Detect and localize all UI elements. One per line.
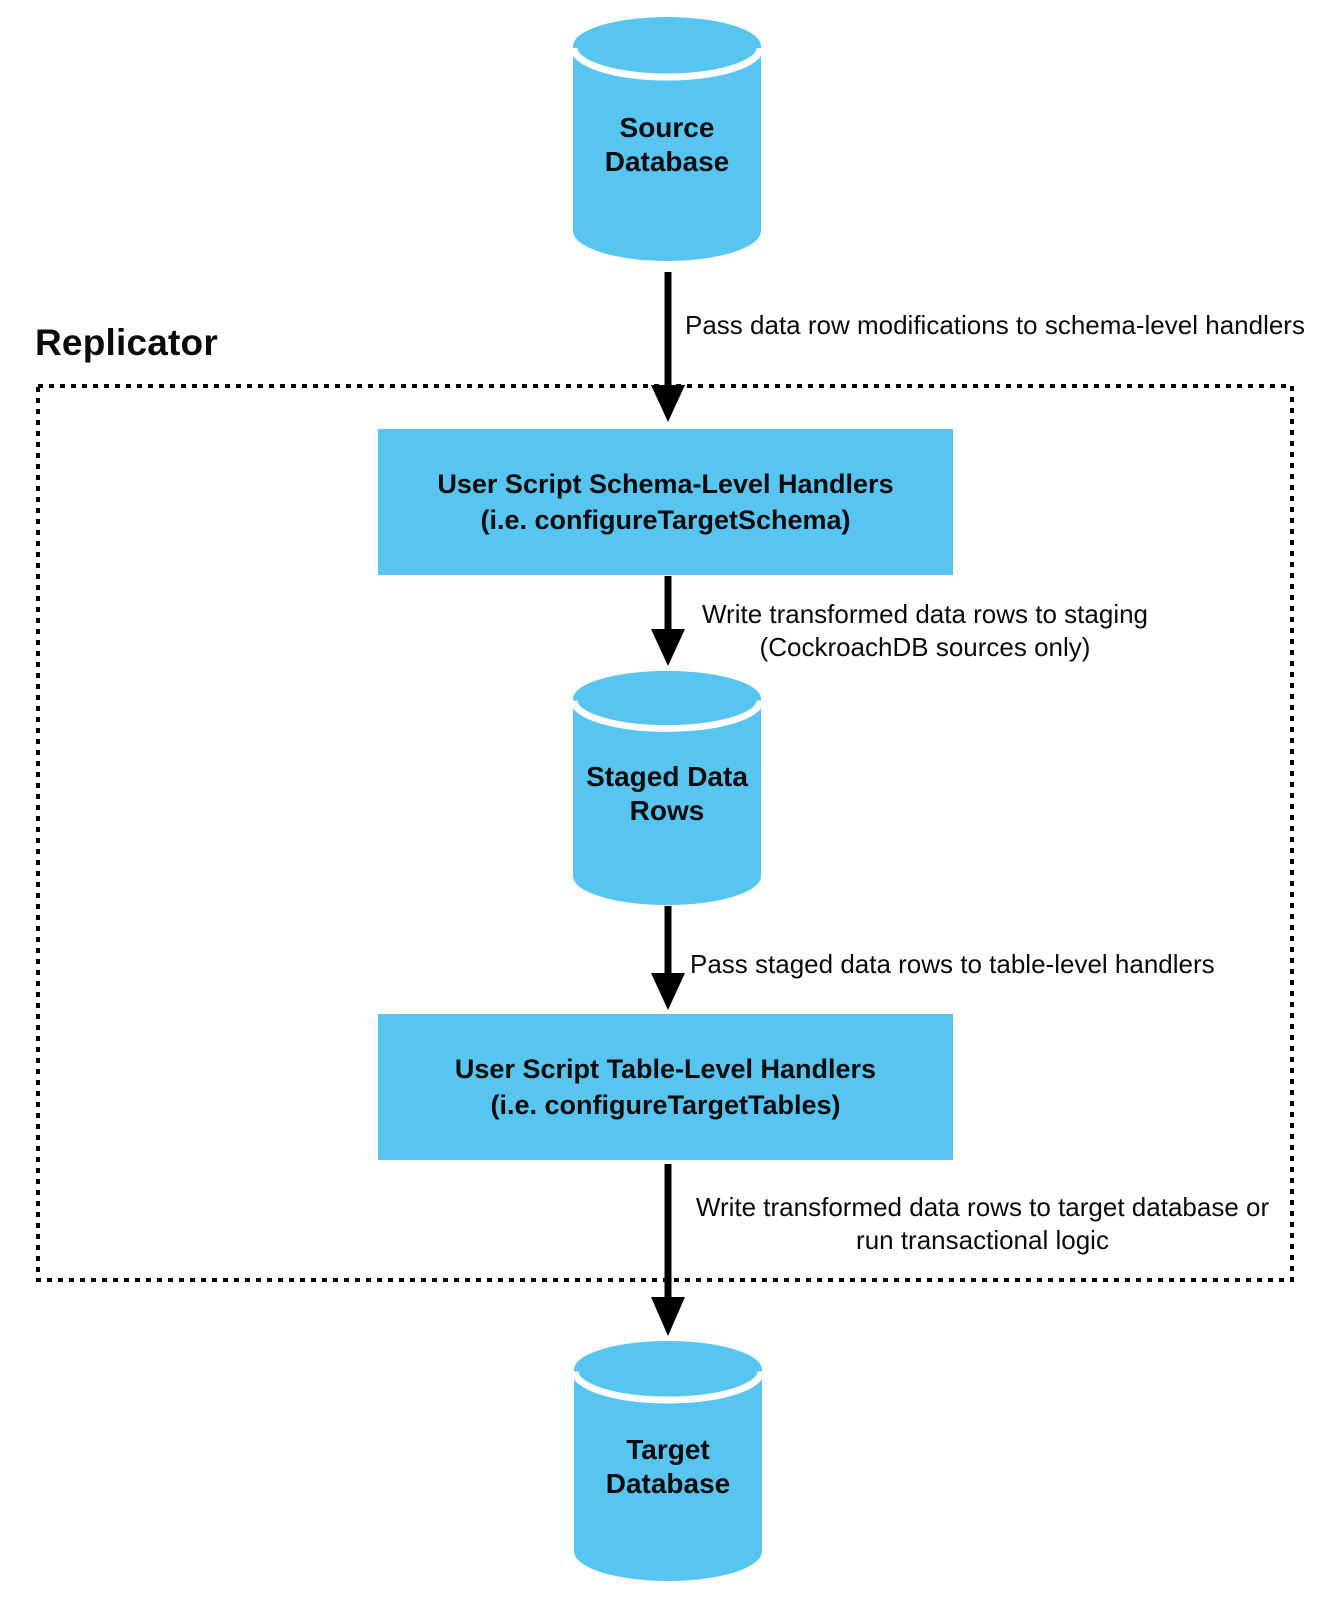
arrow-source-to-schema xyxy=(651,272,685,422)
arrow-head-icon xyxy=(651,973,685,1010)
edge-label-source-to-schema: Pass data row modifications to schema-le… xyxy=(685,310,1305,340)
schema-handlers-title: User Script Schema-Level Handlers xyxy=(437,469,894,499)
target-database-label: Target Database xyxy=(605,1434,731,1499)
staged-data-rows-label: Staged Data Rows xyxy=(586,761,748,826)
edge-label-line1: Write transformed data rows to target da… xyxy=(695,1192,1270,1222)
target-database-node: Target Database xyxy=(572,1339,764,1583)
database-cylinder-icon xyxy=(571,17,763,261)
edge-label-line1: Write transformed data rows to staging xyxy=(701,599,1149,629)
schema-handlers-subtitle: (i.e. configureTargetSchema) xyxy=(480,505,851,535)
arrow-head-icon xyxy=(651,385,685,422)
arrow-staged-to-table xyxy=(651,906,685,1010)
edge-label-line2: run transactional logic xyxy=(856,1225,1109,1255)
source-database-node: Source Database xyxy=(571,15,763,263)
cylinder-body xyxy=(574,1340,762,1582)
cylinder-lid-separator xyxy=(571,47,763,81)
arrow-head-icon xyxy=(651,629,685,666)
table-handlers-node: User Script Table-Level Handlers (i.e. c… xyxy=(378,1014,953,1160)
database-cylinder-icon xyxy=(571,670,763,906)
table-handlers-subtitle: (i.e. configureTargetTables) xyxy=(490,1090,841,1120)
cylinder-body xyxy=(573,17,761,261)
database-cylinder-icon xyxy=(572,1340,764,1582)
arrow-schema-to-staged xyxy=(651,576,685,666)
table-handlers-title: User Script Table-Level Handlers xyxy=(454,1054,877,1084)
edge-label-schema-to-staged: Write transformed data rows to staging (… xyxy=(670,598,1180,664)
arrow-head-icon xyxy=(651,1297,685,1336)
edge-label-line2: (CockroachDB sources only) xyxy=(759,632,1091,662)
staged-data-rows-node: Staged Data Rows xyxy=(571,669,763,907)
cylinder-lid-separator xyxy=(571,700,763,732)
edge-label-table-to-target: Write transformed data rows to target da… xyxy=(660,1191,1305,1257)
source-database-label: Source Database xyxy=(604,112,730,177)
schema-handlers-node: User Script Schema-Level Handlers (i.e. … xyxy=(378,429,953,575)
arrow-table-to-target xyxy=(651,1164,685,1336)
replicator-label: Replicator xyxy=(35,322,218,363)
cylinder-lid-separator xyxy=(572,1371,764,1404)
edge-label-staged-to-table: Pass staged data rows to table-level han… xyxy=(690,949,1215,979)
cylinder-body xyxy=(573,670,761,906)
